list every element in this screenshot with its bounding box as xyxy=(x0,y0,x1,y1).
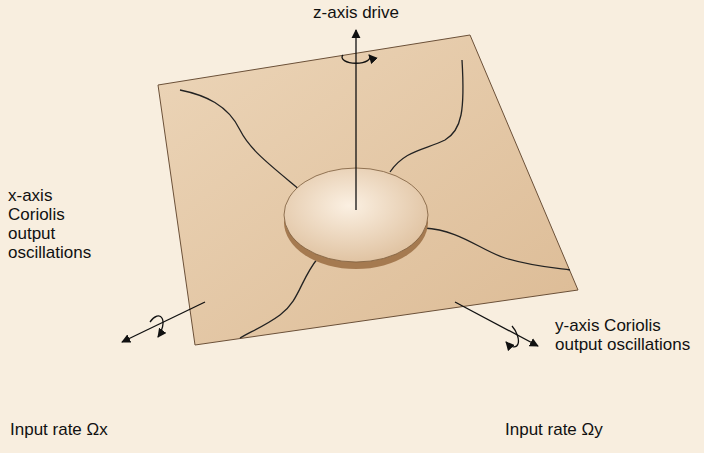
output-label: y-axis Coriolis output oscillations xyxy=(555,316,695,354)
input-rate-label: Input rate Ωx xyxy=(10,420,170,439)
axis-label: z-axis drive xyxy=(300,3,412,22)
y-axis-arrow xyxy=(455,302,538,347)
x-axis-arrow xyxy=(122,302,205,342)
substrate-plate xyxy=(158,35,578,345)
z-axis-arrow xyxy=(342,30,370,210)
input-rate-label: Input rate Ωy xyxy=(505,420,665,439)
spring-beams xyxy=(180,60,570,338)
output-label: x-axis Coriolis output oscillations xyxy=(8,186,108,262)
